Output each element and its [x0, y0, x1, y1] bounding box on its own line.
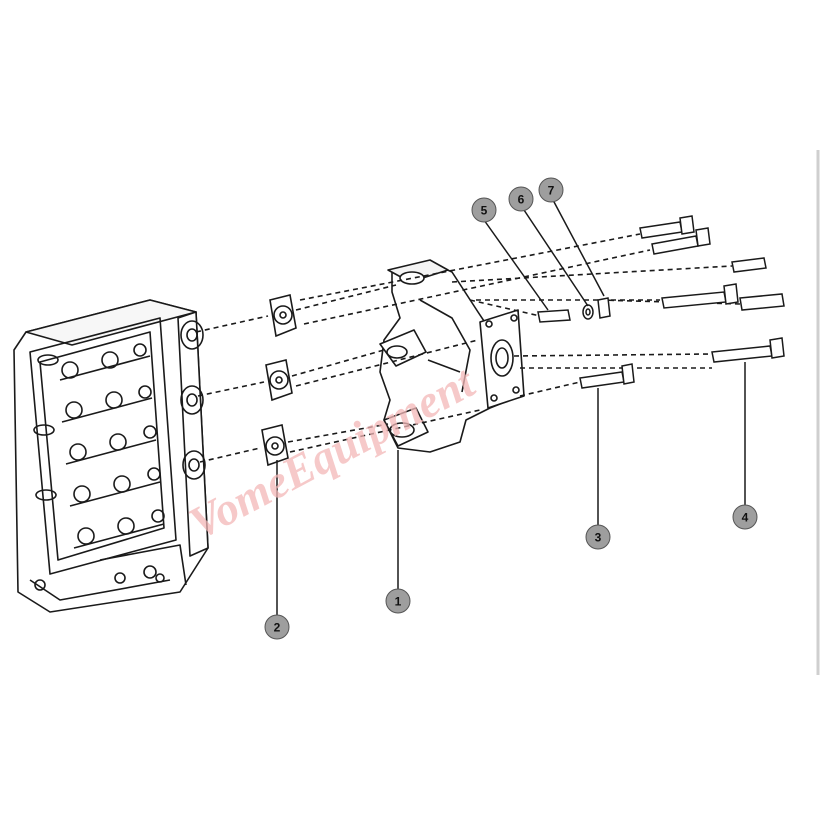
exhaust-manifold — [379, 259, 525, 453]
callout-1-label: 1 — [395, 595, 402, 609]
watermark-logo: VomeEquipment — [181, 356, 484, 549]
cylinder-head — [13, 299, 209, 613]
leader-lines — [276, 199, 746, 616]
port-boss-2 — [180, 385, 204, 415]
gasket-set — [261, 294, 297, 467]
assembly-lines — [195, 233, 741, 463]
callout-2-label: 2 — [274, 621, 281, 635]
callout-7-label: 7 — [548, 184, 555, 198]
callout-4: 4 — [732, 504, 758, 530]
callout-1: 1 — [385, 588, 411, 614]
callout-2: 2 — [264, 614, 290, 640]
watermark-text: VomeEquipment — [181, 356, 484, 549]
callout-3-label: 3 — [595, 531, 602, 545]
port-boss-1 — [180, 320, 204, 350]
callout-7: 7 — [538, 177, 564, 203]
port-boss-3 — [182, 450, 206, 480]
callout-4-label: 4 — [742, 511, 749, 525]
callout-6: 6 — [508, 186, 534, 212]
callout-3: 3 — [585, 524, 611, 550]
fasteners — [537, 215, 785, 389]
callout-6-label: 6 — [518, 193, 525, 207]
callout-5: 5 — [471, 197, 497, 223]
callout-5-label: 5 — [481, 204, 488, 218]
